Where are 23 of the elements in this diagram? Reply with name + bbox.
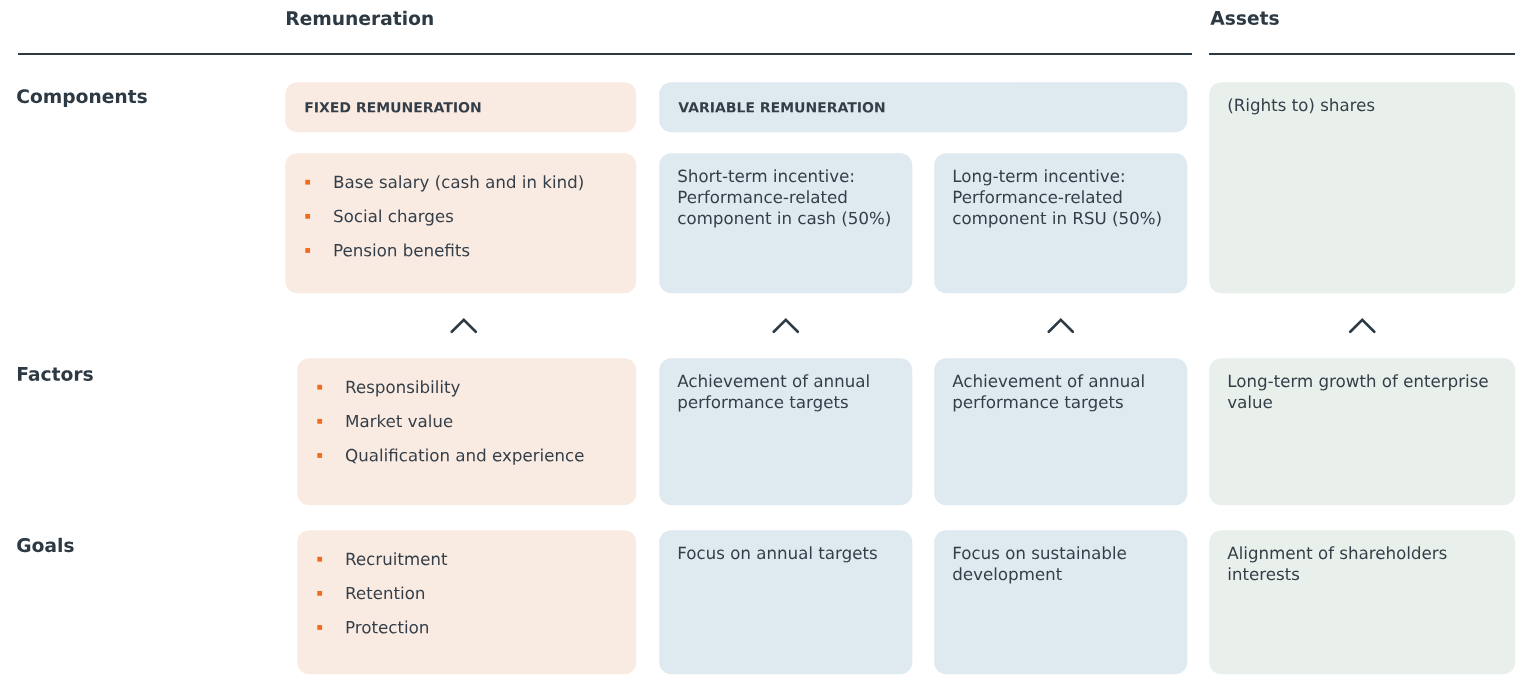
row-heading: Factors	[18, 367, 93, 381]
text-box: (Rights to) shares	[1209, 82, 1516, 294]
text-box: Achievement of annual performance targets	[659, 358, 913, 506]
text-box: Long-term growth of enterprise value	[1209, 358, 1516, 506]
category-header-box: VARIABLE REMUNERATION	[659, 82, 1188, 133]
bullet-list-box: Recruitment Retention Protection	[297, 530, 637, 675]
column-heading: Assets	[1210, 11, 1279, 25]
text-box: Short-term incentive: Performance-related component in cash (50%)	[659, 153, 913, 294]
column-heading: Remuneration	[287, 10, 433, 26]
text-box: Focus on sustainable development	[934, 530, 1188, 675]
bullet-list-box: Base salary (cash and in kind) Social charges Pension benefits	[285, 153, 637, 294]
chevron-arrow	[772, 317, 800, 334]
chevron-arrow	[450, 317, 478, 334]
text-box: Achievement of annual performance targets	[934, 358, 1188, 506]
row-heading: Components	[17, 89, 147, 107]
text-box: Alignment of shareholders interests	[1209, 530, 1516, 675]
bullet-list-box: Responsibility Market value Qualification and experience	[297, 358, 637, 506]
chevron-arrow	[1047, 317, 1075, 334]
row-heading: Goals	[17, 537, 74, 553]
text-box: Focus on annual targets	[659, 530, 913, 675]
category-header-box: FIXED REMUNERATION	[285, 82, 637, 133]
chevron-arrow	[1348, 317, 1376, 334]
text-box: Long-term incentive: Performance-related component in RSU (50%)	[934, 153, 1188, 294]
